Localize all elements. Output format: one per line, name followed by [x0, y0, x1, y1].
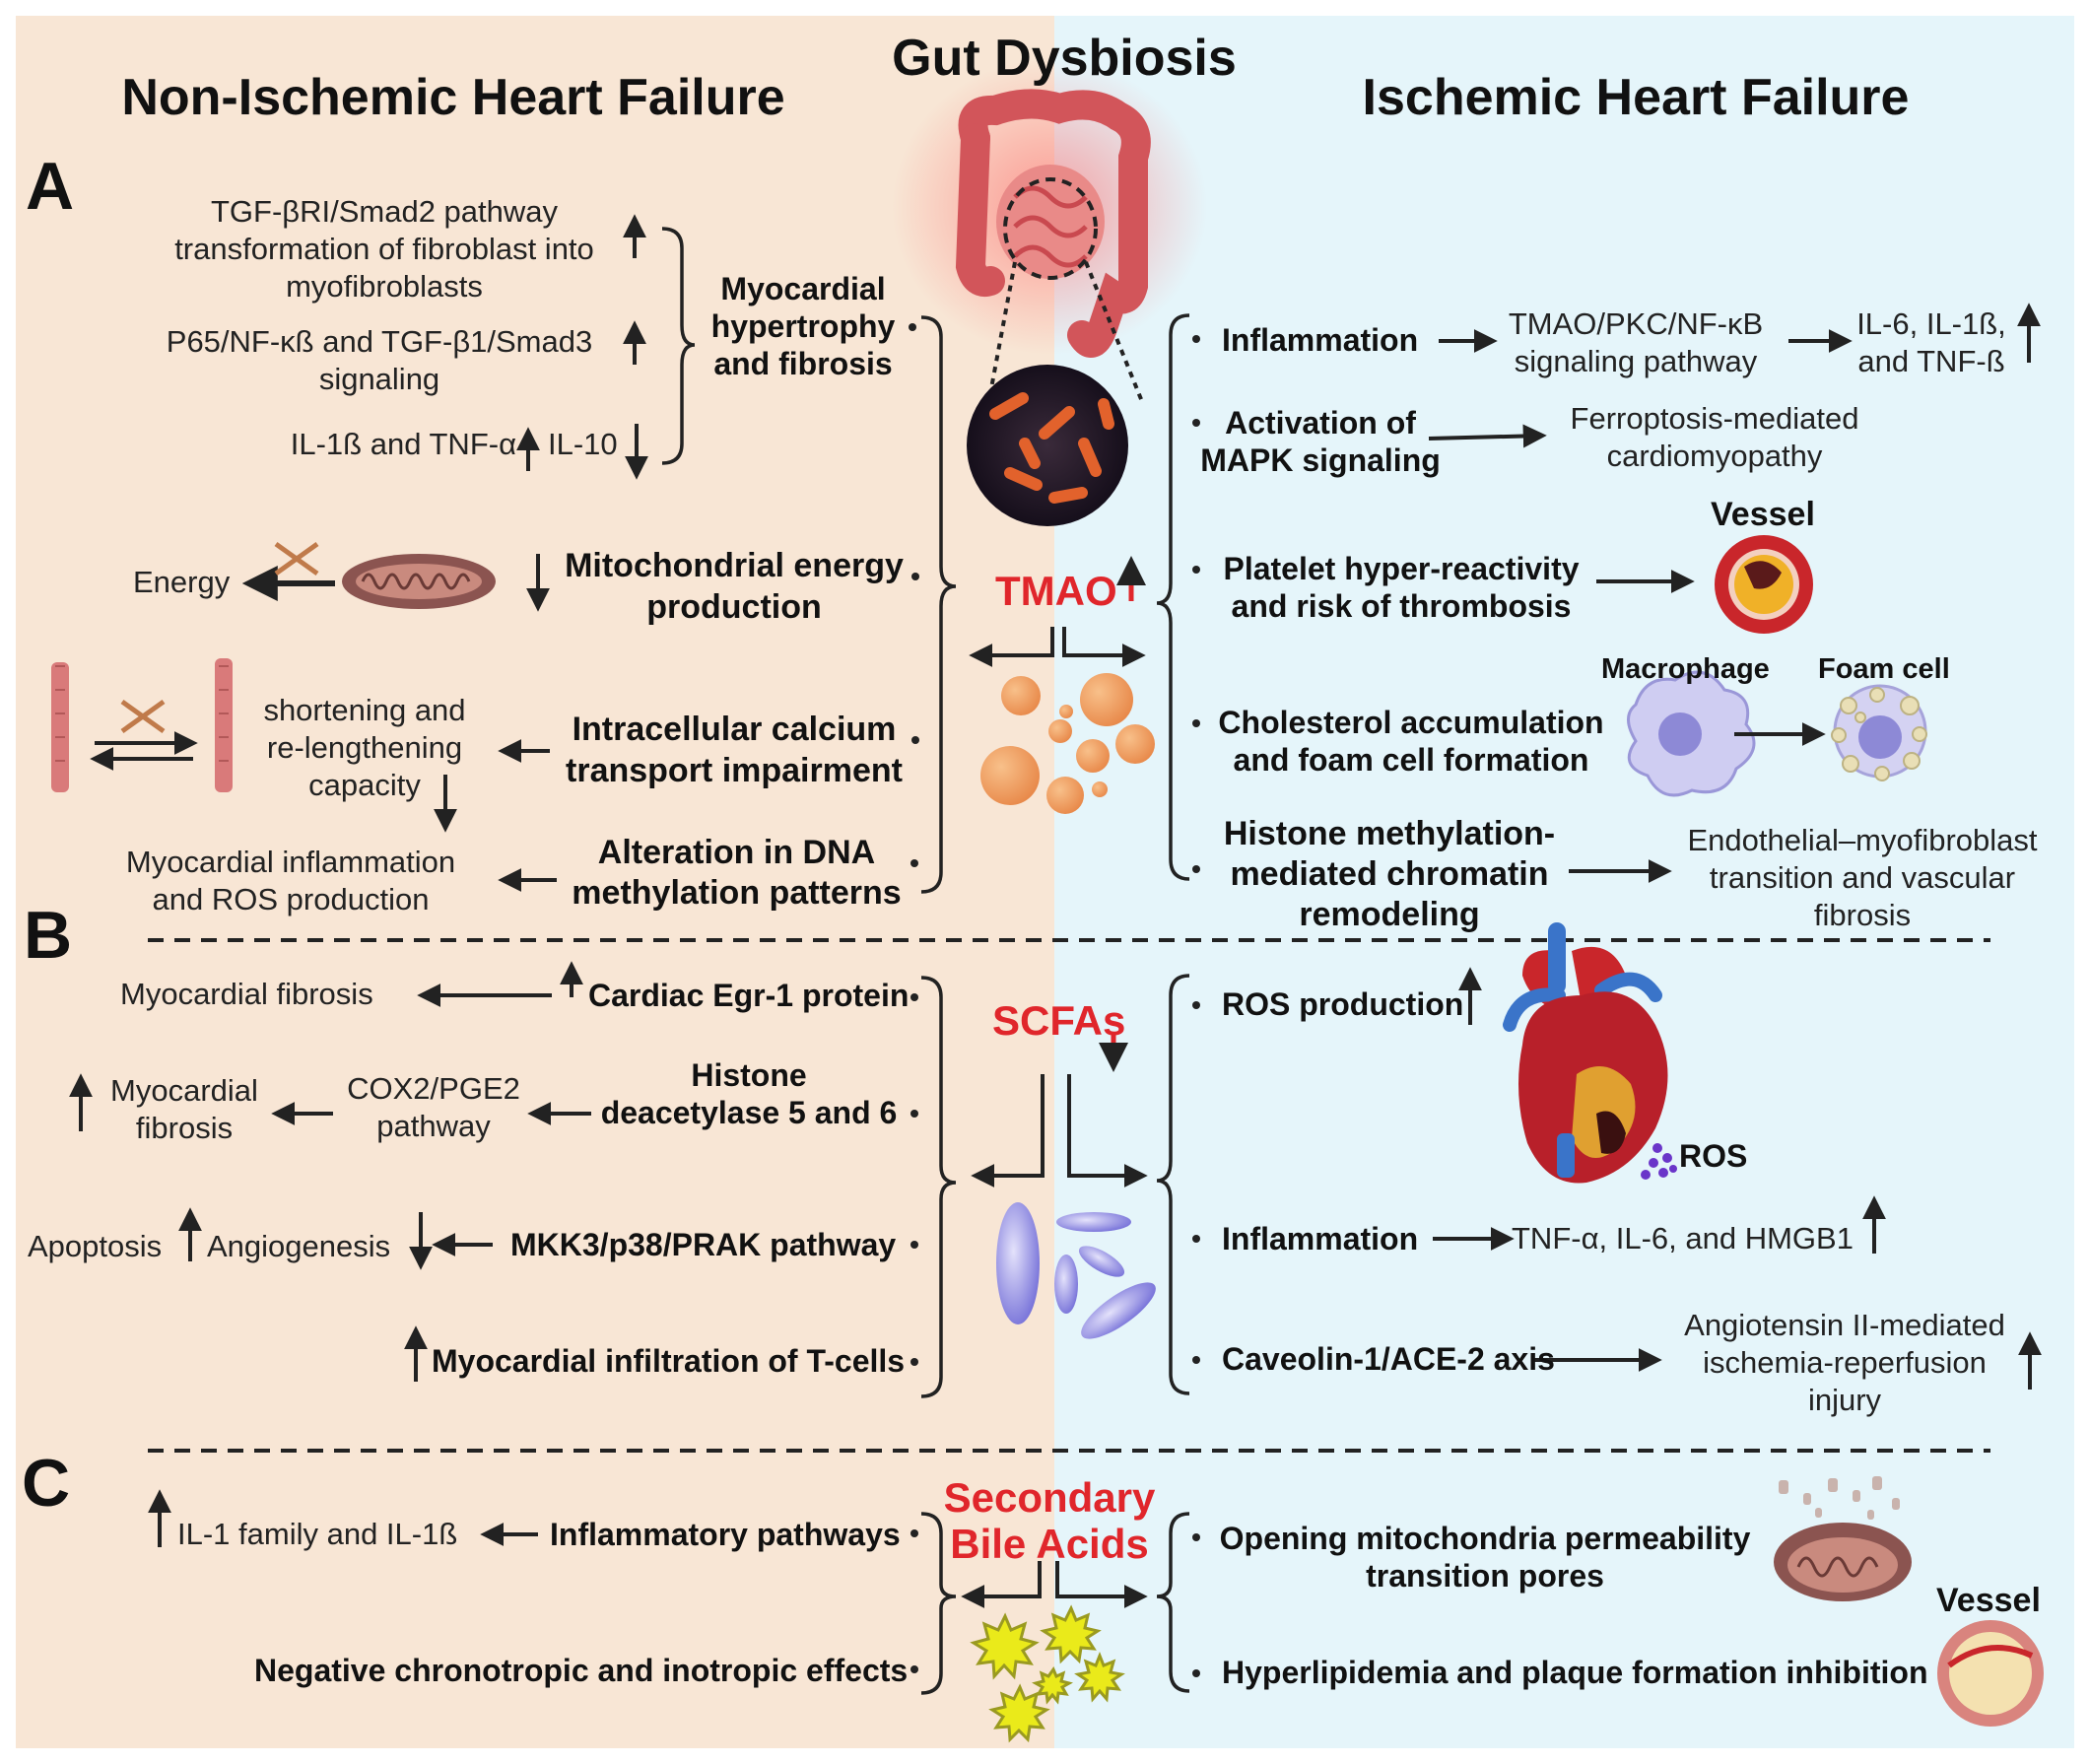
a-right-r3-l1: Platelet hyper-reactivity	[1223, 551, 1580, 586]
a-right-r1: Inflammation	[1222, 322, 1419, 358]
b-left-fib2-l2: fibrosis	[135, 1111, 234, 1145]
b-left-fib: Myocardial fibrosis	[120, 977, 373, 1011]
a-left-sh-l1: shortening and	[263, 693, 466, 727]
section-label-b: B	[24, 898, 73, 973]
c-left-inf: Inflammatory pathways	[550, 1517, 901, 1552]
b-left-cox-l2: pathway	[376, 1109, 491, 1143]
a-right-r5-out-l1: Endothelial–myofibroblast	[1687, 823, 2038, 857]
b-right-inf-out: TNF-α, IL-6, and HMGB1	[1512, 1221, 1854, 1255]
a-right-r5-l1: Histone methylation-	[1223, 815, 1556, 852]
a-right-r3-l2: and risk of thrombosis	[1231, 588, 1572, 624]
title-non-ischemic: Non-Ischemic Heart Failure	[121, 69, 785, 126]
b-left-hd-l1: Histone	[691, 1057, 807, 1093]
a-left-m4-l2: methylation patterns	[572, 874, 902, 912]
a-left-energy: Energy	[133, 565, 231, 599]
a-right-r1-mid-l2: signaling pathway	[1514, 344, 1758, 378]
a-right-r5-out-l2: transition and vascular	[1709, 860, 2016, 895]
a-right-macrophage: Macrophage	[1601, 653, 1770, 685]
a-right-vessel: Vessel	[1711, 496, 1815, 533]
label-bile-2: Bile Acids	[950, 1521, 1149, 1567]
section-label-c: C	[22, 1446, 71, 1521]
c-right-hyper: Hyperlipidemia and plaque formation inhi…	[1222, 1655, 1928, 1690]
a-right-foam: Foam cell	[1818, 653, 1950, 685]
non-ischemic-panel-bg	[16, 16, 1054, 1748]
a-right-r5-l3: remodeling	[1299, 896, 1480, 933]
a-left-inf-l1: Myocardial inflammation	[125, 845, 456, 879]
a-left-p1-l1: TGF-βRI/Smad2 pathway	[210, 194, 559, 229]
ischemic-panel-bg	[1054, 16, 2074, 1748]
a-left-p3-b: IL-10	[548, 427, 618, 461]
b-left-tcell: Myocardial infiltration of T-cells	[432, 1343, 906, 1379]
a-left-m2-l2: production	[646, 588, 822, 626]
c-right-mito-l1: Opening mitochondria permeability	[1219, 1521, 1751, 1556]
a-left-p1-l3: myofibroblasts	[286, 269, 483, 304]
a-left-m1-l1: Myocardial	[720, 271, 886, 306]
a-right-r1-mid-l1: TMAO/PKC/NF-κB	[1508, 306, 1764, 341]
label-tmao: TMAO	[995, 568, 1117, 614]
b-left-cox-l1: COX2/PGE2	[347, 1071, 520, 1106]
b-left-egr: Cardiac Egr-1 protein	[588, 978, 910, 1013]
b-right-cav-out-l3: injury	[1807, 1383, 1882, 1417]
c-left-il: IL-1 family and IL-1ß	[177, 1517, 458, 1551]
a-right-r2-l1: Activation of	[1225, 405, 1416, 441]
a-right-r2-out-l1: Ferroptosis-mediated	[1570, 401, 1859, 436]
c-left-neg: Negative chronotropic and inotropic effe…	[254, 1653, 909, 1688]
b-right-inf: Inflammation	[1222, 1221, 1419, 1256]
a-right-r2-l2: MAPK signaling	[1200, 442, 1441, 478]
a-right-r2-out-l2: cardiomyopathy	[1606, 439, 1823, 473]
a-left-sh-l3: capacity	[308, 768, 421, 802]
a-left-sh-l2: re-lengthening	[266, 730, 463, 765]
a-right-r4-l2: and foam cell formation	[1233, 742, 1589, 778]
label-bile-1: Secondary	[943, 1474, 1156, 1521]
a-left-p1-l2: transformation of fibroblast into	[174, 232, 594, 266]
a-left-m1-l3: and fibrosis	[713, 346, 893, 381]
b-left-fib2-l1: Myocardial	[110, 1073, 258, 1108]
a-left-p2-l2: signaling	[318, 362, 440, 396]
b-left-apop: Apoptosis	[28, 1229, 163, 1263]
label-scfas: SCFAs	[992, 997, 1126, 1044]
a-left-p2-l1: P65/NF-κß and TGF-β1/Smad3	[166, 324, 593, 359]
b-right-cav: Caveolin-1/ACE-2 axis	[1222, 1341, 1555, 1377]
b-left-hd-l2: deacetylase 5 and 6	[600, 1095, 898, 1130]
a-right-r5-l2: mediated chromatin	[1230, 855, 1549, 893]
a-right-r1-out-l1: IL-6, IL-1ß,	[1856, 306, 2006, 341]
a-right-r1-out-l2: and TNF-ß	[1857, 344, 2005, 378]
b-right-cav-out-l1: Angiotensin II-mediated	[1684, 1308, 2005, 1342]
a-left-m1-l2: hypertrophy	[710, 308, 896, 344]
a-left-inf-l2: and ROS production	[152, 882, 430, 916]
b-right-cav-out-l2: ischemia-reperfusion	[1703, 1345, 1987, 1380]
title-gut-dysbiosis: Gut Dysbiosis	[892, 30, 1237, 87]
b-right-ros: ROS	[1679, 1138, 1748, 1174]
c-right-mito-l2: transition pores	[1366, 1558, 1604, 1594]
a-left-m4-l1: Alteration in DNA	[597, 834, 876, 871]
a-left-m3-l2: transport impairment	[566, 752, 903, 789]
b-left-angio: Angiogenesis	[207, 1229, 391, 1263]
b-right-ros-prod: ROS production	[1222, 986, 1464, 1022]
c-right-vessel: Vessel	[1936, 1582, 2041, 1619]
a-left-m3-l1: Intracellular calcium	[572, 711, 897, 748]
section-label-a: A	[26, 149, 75, 224]
a-right-r4-l1: Cholesterol accumulation	[1218, 705, 1604, 740]
a-left-m2-l1: Mitochondrial energy	[565, 547, 904, 584]
b-left-mkk: MKK3/p38/PRAK pathway	[510, 1227, 897, 1262]
title-ischemic: Ischemic Heart Failure	[1362, 69, 1910, 126]
a-right-r5-out-l3: fibrosis	[1813, 898, 1912, 932]
a-left-p3-a: IL-1ß and TNF-α	[290, 427, 516, 461]
